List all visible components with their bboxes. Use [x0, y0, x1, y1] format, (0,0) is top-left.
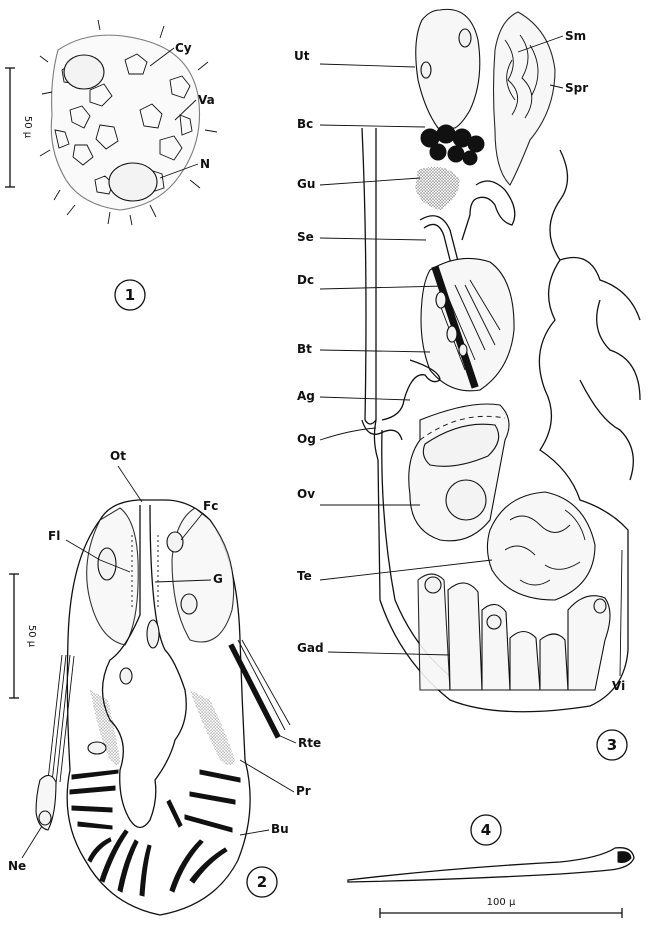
figure-1-number: 1 — [125, 286, 135, 304]
bulb-muscles — [69, 769, 241, 897]
label-ag: Ag — [297, 389, 315, 403]
label-pr: Pr — [296, 784, 311, 798]
figure-1-scale-label: 50 μ — [22, 116, 33, 139]
label-se: Se — [297, 230, 314, 244]
label-g: G — [213, 572, 223, 586]
figure-2: 50 μ — [8, 449, 321, 916]
label-sm: Sm — [565, 29, 586, 43]
label-cy: Cy — [175, 41, 192, 55]
label-vi: Vi — [612, 679, 625, 693]
label-ne: Ne — [8, 859, 26, 873]
figure-2-scale-bar: 50 μ — [9, 573, 37, 699]
seminal-receptacle — [492, 11, 556, 186]
label-rte: Rte — [298, 736, 321, 750]
label-ut: Ut — [294, 49, 310, 63]
figure-4: 4 100 μ — [347, 814, 635, 918]
label-va: Va — [198, 93, 215, 107]
figure-3-number: 3 — [607, 736, 617, 754]
label-te: Te — [297, 569, 312, 583]
stylet — [347, 847, 635, 883]
figure-1-scale-bar: 50 μ — [5, 67, 33, 188]
figure-3: Ut Sm Spr Bc Gu Se Dc Bt Ag Og Ov Te Gad… — [294, 8, 641, 761]
label-fl: Fl — [48, 529, 60, 543]
cytoplasm-nucleus — [63, 54, 105, 90]
figure-2-number-badge — [246, 866, 278, 898]
figure-2-scale-label: 50 μ — [26, 625, 37, 648]
label-fc: Fc — [203, 499, 218, 513]
figure-2-number: 2 — [257, 873, 267, 891]
figure-4-number-badge — [470, 814, 502, 846]
viscera — [538, 149, 641, 650]
label-bc: Bc — [297, 117, 313, 131]
nucleus — [108, 162, 158, 202]
label-og: Og — [297, 432, 316, 446]
label-bu: Bu — [271, 822, 289, 836]
label-gad: Gad — [297, 641, 324, 655]
pharynx-outline — [66, 499, 251, 916]
label-bt: Bt — [297, 342, 312, 356]
label-dc: Dc — [297, 273, 314, 287]
figure-1: 50 μ Cy Va N 1 — [5, 19, 218, 311]
label-gu: Gu — [297, 177, 315, 191]
testis — [486, 491, 596, 601]
label-spr: Spr — [565, 81, 588, 95]
label-ot: Ot — [110, 449, 126, 463]
body-wall — [373, 128, 629, 713]
adenal-glands — [417, 573, 611, 691]
figure-1-number-badge — [114, 279, 146, 311]
bursa-cells — [420, 124, 485, 166]
label-ov: Ov — [297, 487, 315, 501]
figure-4-number: 4 — [481, 821, 491, 839]
label-n: N — [200, 157, 210, 171]
figure-4-scale-label: 100 μ — [487, 897, 516, 908]
figure-3-number-badge — [596, 729, 628, 761]
